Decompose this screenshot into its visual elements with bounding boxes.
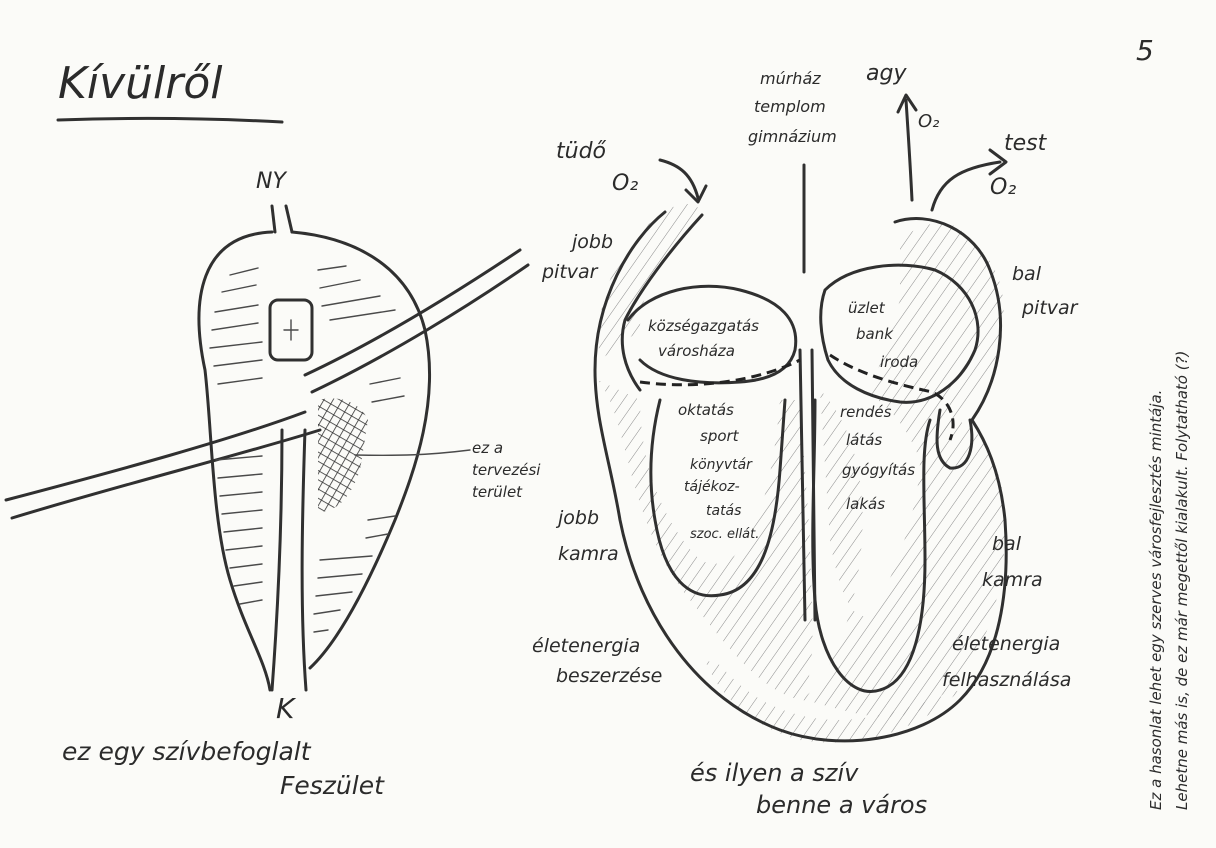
right-ventricle-text-5: tatás [706,503,742,519]
right-ventricle-text-4: tájékoz- [684,479,740,495]
left-title: Kívülről [58,58,223,109]
left-atrium-text-1: üzlet [848,299,885,317]
planning-area-hatch [318,398,368,512]
top-center-label-2: templom [754,97,826,116]
right-atrium-text-1: községazgatás [648,317,759,335]
side-note-block: Ez a hasonlat lehet egy szerves városfej… [1147,80,1191,810]
right-ventricle-label-2: kamra [558,543,619,565]
planning-area-label-1: ez a [472,439,504,457]
right-ventricle-text-2: sport [700,427,739,445]
left-ventricle-text-4: lakás [846,495,886,513]
right-atrium-text-2: városháza [658,342,735,360]
brain-o2: O₂ [918,111,940,132]
left-ventricle-label-1: bal [992,533,1021,555]
left-caption-2: Feszület [280,771,384,800]
left-caption-1: ez egy szívbefoglalt [62,737,311,766]
body-o2: O₂ [990,175,1017,200]
heart-diagram [593,93,1008,743]
page-number: 5 [1136,34,1154,67]
left-atrium-text-2: bank [856,325,893,343]
title-underline [56,116,284,124]
side-note-line-1: Ez a hasonlat lehet egy szerves városfej… [1147,389,1165,810]
right-ventricle-label-1: jobb [558,507,600,529]
right-ventricle-text-3: könyvtár [690,457,752,473]
left-atrium-label-1: bal [1012,263,1041,285]
left-ventricle-text-3: gyógyítás [842,461,916,479]
right-atrium-label-1: jobb [572,231,614,253]
left-atrium-label-2: pitvar [1022,297,1078,319]
top-center-label-3: gimnázium [748,127,837,146]
south-label: K [276,692,295,725]
top-center-label-1: múrház [760,69,821,88]
lung-o2: O₂ [612,171,639,196]
planning-area-label-2: tervezési [472,461,541,479]
north-label: NY [256,169,286,194]
heart-crucifix-outline [4,204,530,692]
right-caption-1: és ilyen a szív [690,759,859,787]
energy-in-1: életenergia [532,635,641,657]
body-label: test [1004,131,1047,156]
brain-label: agy [866,61,907,86]
left-ventricle-label-2: kamra [982,569,1043,591]
right-caption-2: benne a város [756,791,928,819]
energy-out-2: felhasználása [942,669,1072,691]
right-ventricle-text-1: oktatás [678,401,734,419]
lung-label: tüdő [556,139,606,164]
planning-area-label-3: terület [472,483,523,501]
side-note-line-2: Lehetne más is, de ez már megettől kiala… [1173,350,1191,810]
right-atrium-label-2: pitvar [542,261,598,283]
energy-in-2: beszerzése [556,665,663,687]
left-ventricle-text-2: látás [846,431,883,449]
left-atrium-text-3: iroda [880,353,919,371]
left-ventricle-text-1: rendés [840,403,892,421]
right-ventricle-text-6: szoc. ellát. [690,527,760,542]
energy-out-1: életenergia [952,633,1061,655]
